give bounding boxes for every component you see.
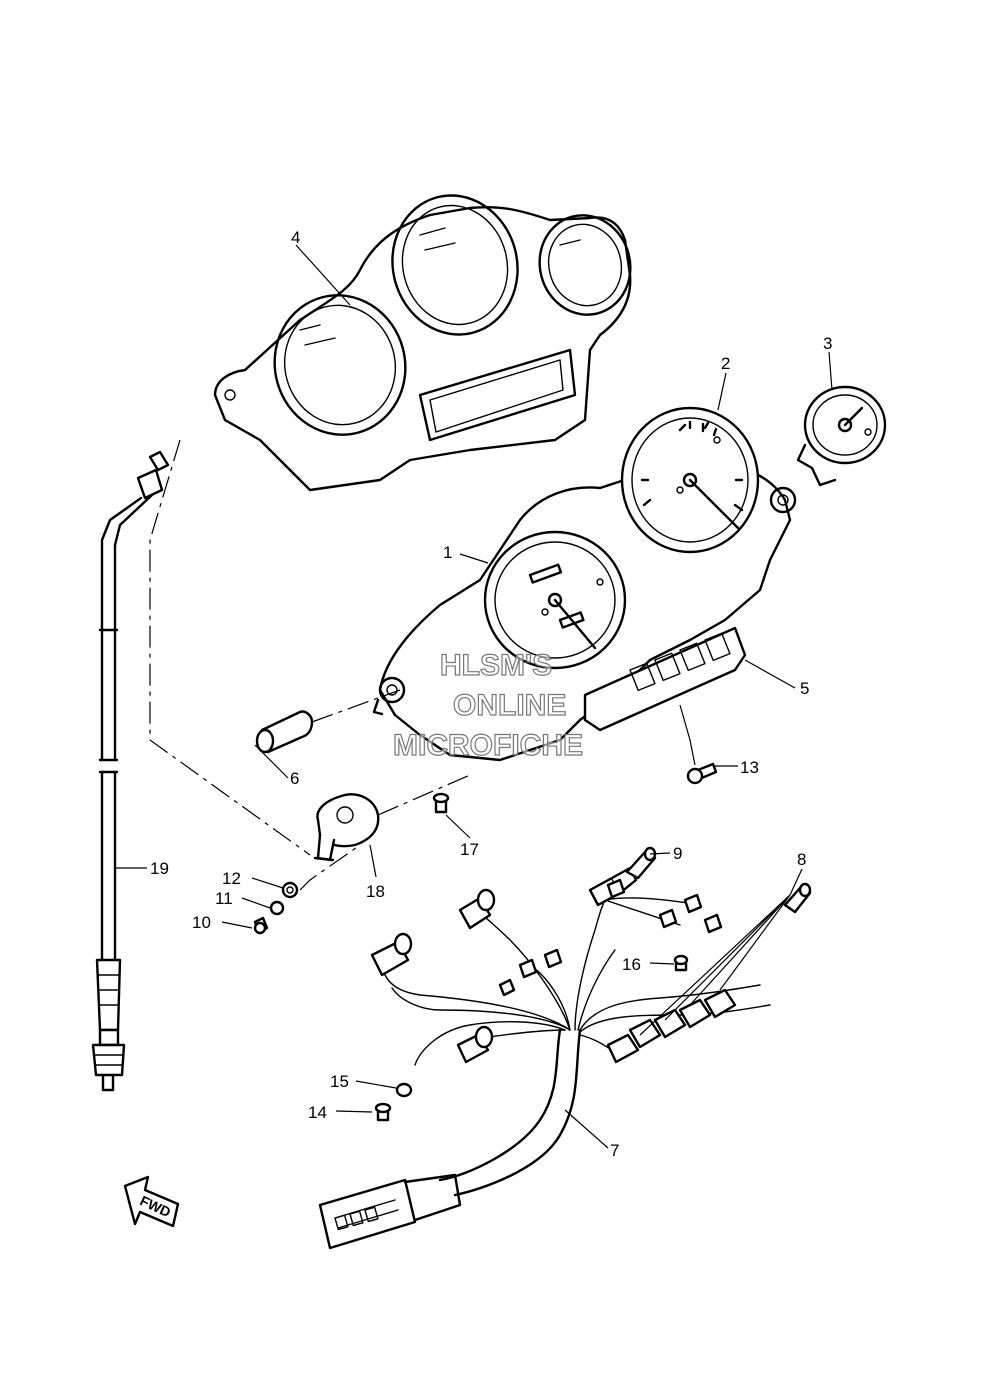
callout-8: 8: [797, 850, 806, 869]
callout-labels: 1 2 3 4 5 6 7 8 9 10 11 12 13 14 15 16 1…: [150, 228, 832, 1160]
assembly-line: [311, 689, 401, 723]
leader-lines: [116, 244, 833, 1149]
meter-housing: [213, 194, 632, 492]
callout-16: 16: [622, 955, 641, 974]
speedometer-cable: [91, 450, 170, 1092]
callout-14: 14: [308, 1103, 327, 1122]
screw-14: [374, 1102, 392, 1122]
watermark-line-3: MICROFICHE: [393, 729, 583, 762]
callout-5: 5: [800, 679, 809, 698]
callout-2: 2: [721, 354, 730, 373]
callout-9: 9: [673, 844, 682, 863]
callout-18: 18: [366, 882, 385, 901]
callout-13: 13: [740, 758, 759, 777]
callout-7: 7: [610, 1141, 619, 1160]
forward-arrow-icon: FWD: [123, 1175, 180, 1228]
watermark-line-2: ONLINE: [453, 689, 566, 722]
small-fasteners: [253, 881, 299, 935]
watermark-line-1: HLSM'S: [440, 649, 552, 682]
callout-17: 17: [460, 840, 479, 859]
washer-15: [395, 1082, 413, 1098]
callout-6: 6: [290, 769, 299, 788]
meter-assembly: [372, 406, 797, 762]
assembly-line: [299, 844, 361, 891]
bulb-8: [783, 882, 812, 914]
tachometer-gauge: [620, 406, 760, 554]
callout-4: 4: [291, 228, 300, 247]
screw-17: [432, 792, 450, 814]
assembly-line: [377, 774, 471, 816]
speedometer-gear: [255, 710, 380, 862]
indicator-panel: [583, 626, 747, 732]
callout-3: 3: [823, 334, 832, 353]
callout-11: 11: [215, 889, 233, 908]
callout-15: 15: [330, 1072, 349, 1091]
callout-12: 12: [222, 869, 241, 888]
assembly-line: [149, 439, 311, 856]
callout-1: 1: [443, 543, 452, 562]
callout-19: 19: [150, 859, 169, 878]
wire-harness: [318, 866, 771, 1250]
bulb-9: [625, 846, 657, 880]
speedometer-gauge: [483, 530, 627, 670]
screw-16: [673, 954, 689, 972]
screw-13: [686, 762, 718, 785]
callout-10: 10: [192, 913, 211, 932]
small-gauge: [796, 385, 887, 487]
watermark: HLSM'S ONLINE MICROFICHE: [392, 648, 583, 762]
